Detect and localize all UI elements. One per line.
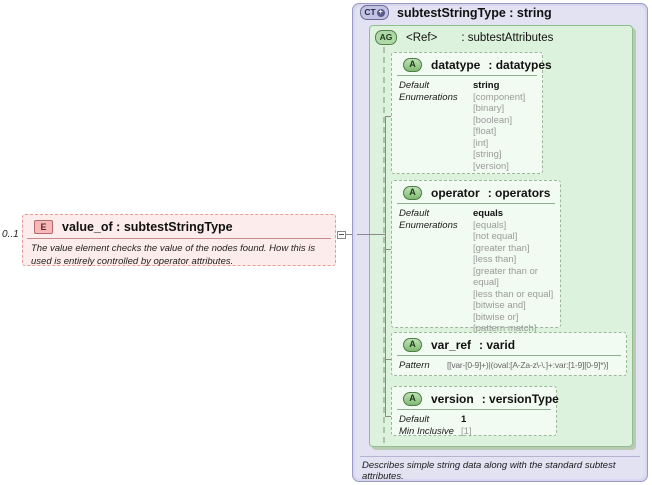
facet-label: Default — [399, 414, 430, 425]
facet-value-column: string [component] [binary] [boolean] [f… — [473, 80, 525, 172]
attribute-facets: Pattern [[var-[0-9]+)|(oval:[A-Za-z\-\.]… — [392, 356, 626, 372]
facet-label: Default — [399, 80, 430, 91]
attribute-box-operator[interactable]: A operator : operators Default Enumerati… — [391, 180, 561, 334]
facet-default-value: string — [473, 80, 500, 91]
enum-value: [component] — [473, 91, 526, 103]
facet-pattern-value: [[var-[0-9]+)|(oval:[A-Za-z\-\.]+:var:[1… — [447, 360, 609, 370]
enum-value: [float] — [473, 126, 497, 137]
attribute-box-datatype[interactable]: A datatype : datatypes Default Enumerati… — [391, 52, 552, 174]
attribute-type: : varid — [479, 337, 516, 352]
tree-branch-operator — [385, 249, 394, 250]
attribute-badge-icon: A — [403, 337, 422, 352]
element-description: The value element checks the value of th… — [31, 243, 316, 267]
facet-label: Pattern — [399, 360, 430, 371]
attributegroup-ref[interactable]: <Ref> — [406, 31, 438, 44]
facet-default-value: 1 — [461, 414, 467, 425]
tree-branch-varref — [385, 359, 394, 360]
facet-label: Min Inclusive — [399, 425, 454, 437]
enum-value: [greater than or equal] — [473, 265, 538, 289]
enum-value: [not equal] — [473, 231, 518, 242]
attribute-header: A var_ref : varid — [397, 334, 621, 356]
enum-value: [int] — [473, 137, 489, 149]
cardinality-label: 0..1 — [2, 229, 19, 240]
enum-value: [pattern match] — [473, 323, 537, 334]
attribute-box-var-ref[interactable]: A var_ref : varid Pattern [[var-[0-9]+)|… — [391, 332, 627, 376]
enum-value: [version] — [473, 160, 509, 172]
facet-label: Enumerations — [399, 91, 458, 103]
enum-value: [greater than] — [473, 242, 530, 254]
attribute-type: : operators — [487, 185, 551, 200]
tree-branch-datatype — [385, 116, 394, 117]
attribute-box-version[interactable]: A version : versionType Default Min Incl… — [391, 386, 559, 437]
attributegroup-badge-icon: AG — [375, 30, 397, 45]
sequence-dashed-divider — [383, 47, 385, 443]
enum-value: [bitwise or] — [473, 311, 519, 323]
tree-branch-version — [385, 416, 394, 417]
minus-glyph — [339, 234, 344, 235]
attribute-type: : datatypes — [488, 57, 552, 72]
attribute-facets: Default Min Inclusive 1 [1] — [392, 410, 556, 437]
attributegroup-header: AG <Ref> : subtestAttributes — [375, 30, 553, 45]
tree-connector-vertical — [385, 116, 386, 416]
complextype-annotation: Describes simple string data along with … — [362, 460, 616, 482]
enum-value: [equals] — [473, 219, 507, 231]
attribute-name: var_ref — [431, 337, 472, 352]
complextype-badge-label: CT — [364, 7, 376, 18]
enum-value: [bitwise and] — [473, 300, 526, 311]
attribute-facets: Default Enumerations equals [equals] [no… — [392, 204, 560, 335]
facet-default-value: equals — [473, 208, 504, 219]
attribute-badge-icon: A — [403, 57, 422, 72]
expand-plus-icon[interactable]: + — [376, 8, 385, 17]
connector-line — [346, 234, 357, 235]
facet-value-column: [[var-[0-9]+)|(oval:[A-Za-z\-\.]+:var:[1… — [447, 360, 608, 372]
attribute-badge-icon: A — [403, 185, 422, 200]
complextype-badge-icon[interactable]: CT+ — [360, 5, 389, 20]
element-badge-icon: E — [34, 220, 53, 234]
facet-label: Default — [399, 208, 430, 219]
minus-expander-icon[interactable] — [337, 231, 346, 239]
element-title: value_of : subtestStringType — [62, 220, 233, 234]
attribute-name: version — [431, 391, 474, 406]
facet-label: Enumerations — [399, 219, 458, 231]
enum-value: [string] — [473, 149, 502, 160]
annotation-divider — [360, 456, 640, 457]
enum-value: [boolean] — [473, 114, 513, 126]
complextype-header: CT+ subtestStringType : string — [360, 5, 552, 20]
facet-label-column: Default Min Inclusive — [399, 414, 461, 437]
element-box[interactable]: E value_of : subtestStringType The value… — [22, 214, 336, 267]
attribute-name: operator — [431, 185, 480, 200]
attribute-header: A version : versionType — [397, 388, 559, 410]
element-header: E value_of : subtestStringType — [27, 216, 331, 239]
enum-value: [less than or equal] — [473, 288, 554, 300]
complextype-title: subtestStringType : string — [397, 5, 552, 20]
attribute-facets: Default Enumerations string [component] … — [392, 76, 542, 172]
facet-value-column: equals [equals] [not equal] [greater tha… — [473, 208, 560, 335]
attribute-header: A operator : operators — [397, 182, 555, 204]
facet-label-column: Default Enumerations — [399, 80, 473, 172]
attribute-type: : versionType — [481, 391, 559, 406]
facet-label-column: Pattern — [399, 360, 447, 372]
facet-min-inclusive-value: [1] — [461, 425, 472, 437]
attribute-header: A datatype : datatypes — [397, 54, 552, 76]
tree-connector-horizontal — [357, 234, 386, 235]
enum-value: [less than] — [473, 254, 517, 265]
facet-value-column: 1 [1] — [461, 414, 472, 437]
attributegroup-type: : subtestAttributes — [461, 31, 554, 44]
attribute-badge-icon: A — [403, 391, 422, 406]
facet-label-column: Default Enumerations — [399, 208, 473, 335]
attribute-name: datatype — [431, 57, 481, 72]
enum-value: [binary] — [473, 103, 505, 114]
